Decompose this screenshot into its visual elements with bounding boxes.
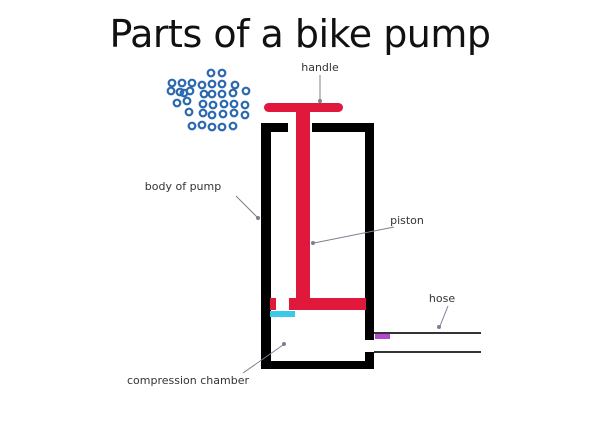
air-molecule: [172, 98, 182, 108]
air-molecule: [177, 78, 187, 88]
air-molecule: [175, 87, 185, 97]
air-molecule: [208, 100, 218, 110]
air-molecule: [228, 121, 238, 131]
air-molecule: [207, 89, 217, 99]
air-molecule: [228, 88, 238, 98]
air-molecule: [167, 78, 177, 88]
air-molecule: [217, 122, 227, 132]
air-molecule: [199, 89, 209, 99]
hose: [374, 332, 481, 353]
air-molecule: [197, 120, 207, 130]
air-molecule: [206, 68, 216, 78]
air-molecule: [184, 107, 194, 117]
air-molecule: [218, 109, 228, 119]
piston-rod: [296, 105, 310, 305]
piston-valve: [270, 311, 295, 317]
label-handle: handle: [301, 61, 339, 74]
air-molecule: [166, 86, 176, 96]
air-molecule: [207, 110, 217, 120]
air-molecule: [187, 121, 197, 131]
piston-seal: [270, 298, 276, 310]
air-molecule: [182, 96, 192, 106]
air-molecule: [230, 80, 240, 90]
label-piston: piston: [390, 214, 424, 227]
air-molecule: [229, 99, 239, 109]
label-arrows: [235, 75, 449, 374]
air-molecule: [207, 79, 217, 89]
air-molecule: [240, 100, 250, 110]
air-molecule: [217, 89, 227, 99]
hose-valve: [375, 333, 390, 339]
label-hose: hose: [429, 292, 455, 305]
piston-assembly: [264, 103, 366, 310]
air-molecule: [198, 99, 208, 109]
air-molecule: [217, 79, 227, 89]
piston-plate: [289, 298, 366, 310]
air-molecule: [198, 108, 208, 118]
label-compression-chamber: compression chamber: [127, 374, 249, 387]
air-molecule: [219, 99, 229, 109]
air-molecule: [217, 68, 227, 78]
air-molecule: [241, 86, 251, 96]
air-molecule: [187, 78, 197, 88]
diagram-title: Parts of a bike pump: [109, 12, 491, 56]
air-molecule: [179, 88, 189, 98]
label-body-of-pump: body of pump: [145, 180, 221, 193]
air-molecule: [240, 110, 250, 120]
air-molecule: [207, 122, 217, 132]
pump-body: [261, 123, 374, 369]
air-molecule: [229, 108, 239, 118]
air-molecule: [197, 80, 207, 90]
air-molecules: [166, 68, 251, 132]
